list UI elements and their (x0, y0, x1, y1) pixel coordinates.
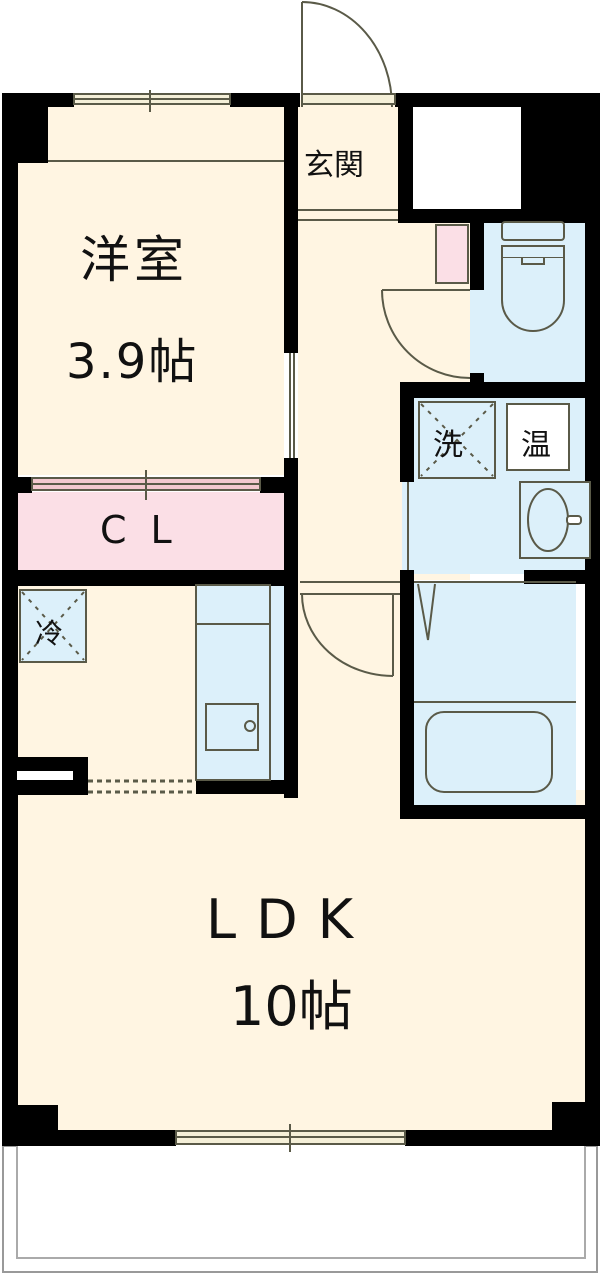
room-closet (16, 492, 284, 570)
balcony-inner-rail (16, 1145, 586, 1259)
partition-slot (17, 771, 73, 780)
room-western (16, 100, 284, 475)
refrigerator-icon: 冷 (35, 617, 64, 650)
wall-closet-top-left (2, 477, 32, 493)
room-western-size: 3.9帖 (66, 334, 199, 390)
toilet-door-strip (470, 288, 484, 376)
wall-top-mid (230, 93, 300, 107)
room-entrance (298, 100, 398, 210)
corridor-lower (298, 580, 403, 800)
washer-icon: 洗 (433, 428, 463, 463)
water-heater-icon: 温 (521, 428, 551, 463)
wall-bottom-right (405, 1130, 600, 1146)
wall-closet-bottom (2, 570, 298, 586)
wall-toilet-bottom (400, 382, 600, 398)
wall-closet-top-right (260, 477, 298, 493)
wall-toilet-left (470, 210, 484, 290)
wall-wash-bath-right (524, 570, 600, 584)
wall-bottom-left (2, 1130, 176, 1146)
wall-left (2, 93, 18, 1145)
room-closet-name: CL (100, 508, 196, 552)
room-entrance-name: 玄関 (304, 148, 364, 183)
wall-western-right-lower (284, 458, 298, 798)
wall-wash-bath-left (400, 570, 414, 816)
pipe-shaft (413, 107, 521, 209)
room-ldk-main (16, 790, 586, 1135)
wall-washroom-left (400, 382, 414, 482)
room-ldk-size: 10帖 (230, 975, 353, 1038)
wall-bathroom-bottom (400, 805, 600, 819)
wall-right (585, 93, 600, 1145)
wall-western-right (284, 93, 298, 353)
room-ldk-name: LDK (206, 888, 374, 951)
room-western-name: 洋室 (80, 231, 188, 289)
wall-kitchen-bottom (196, 780, 298, 794)
